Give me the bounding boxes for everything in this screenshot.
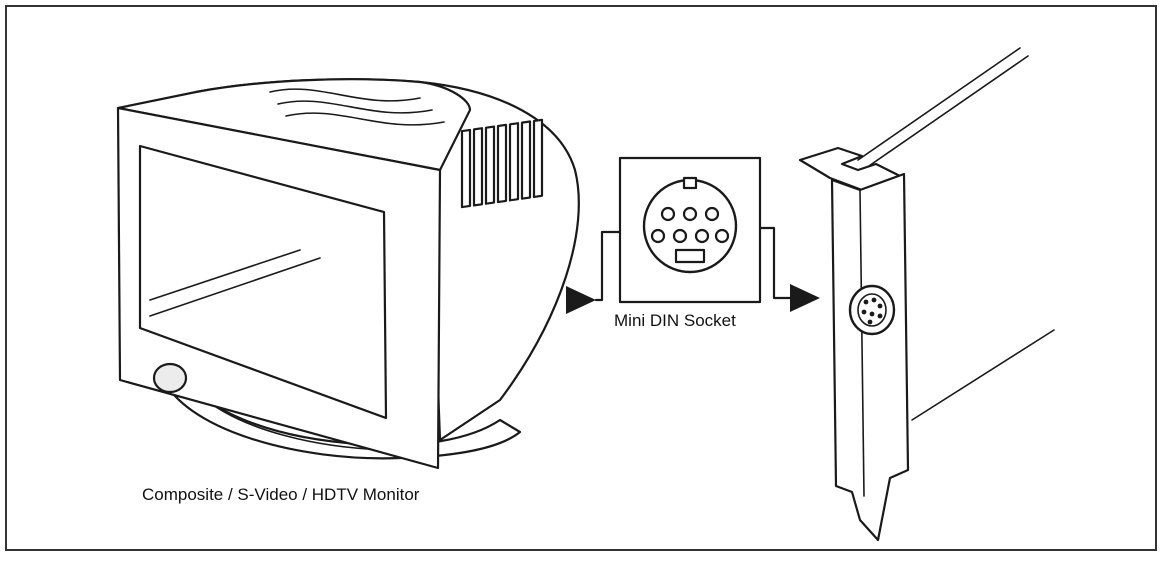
din-pin [704, 206, 720, 222]
arrow-right-icon [790, 284, 820, 312]
crt-monitor-icon [116, 78, 580, 470]
arrow-right-icon [566, 286, 596, 314]
din-pin [694, 228, 710, 244]
din-pin [682, 206, 698, 222]
monitor-screen [138, 144, 388, 420]
din-pin [672, 228, 688, 244]
connection-left [566, 230, 622, 314]
pci-bracket-icon [798, 47, 1055, 542]
din-pin [714, 228, 730, 244]
monitor-label: Composite / S-Video / HDTV Monitor [142, 485, 420, 504]
din-pin [650, 228, 666, 244]
connection-right [758, 226, 820, 312]
monitor-power-knob [152, 362, 188, 394]
socket-label: Mini DIN Socket [614, 311, 736, 330]
monitor-vents [460, 118, 544, 209]
din-pin [660, 206, 676, 222]
mini-din-socket-icon [618, 156, 762, 304]
